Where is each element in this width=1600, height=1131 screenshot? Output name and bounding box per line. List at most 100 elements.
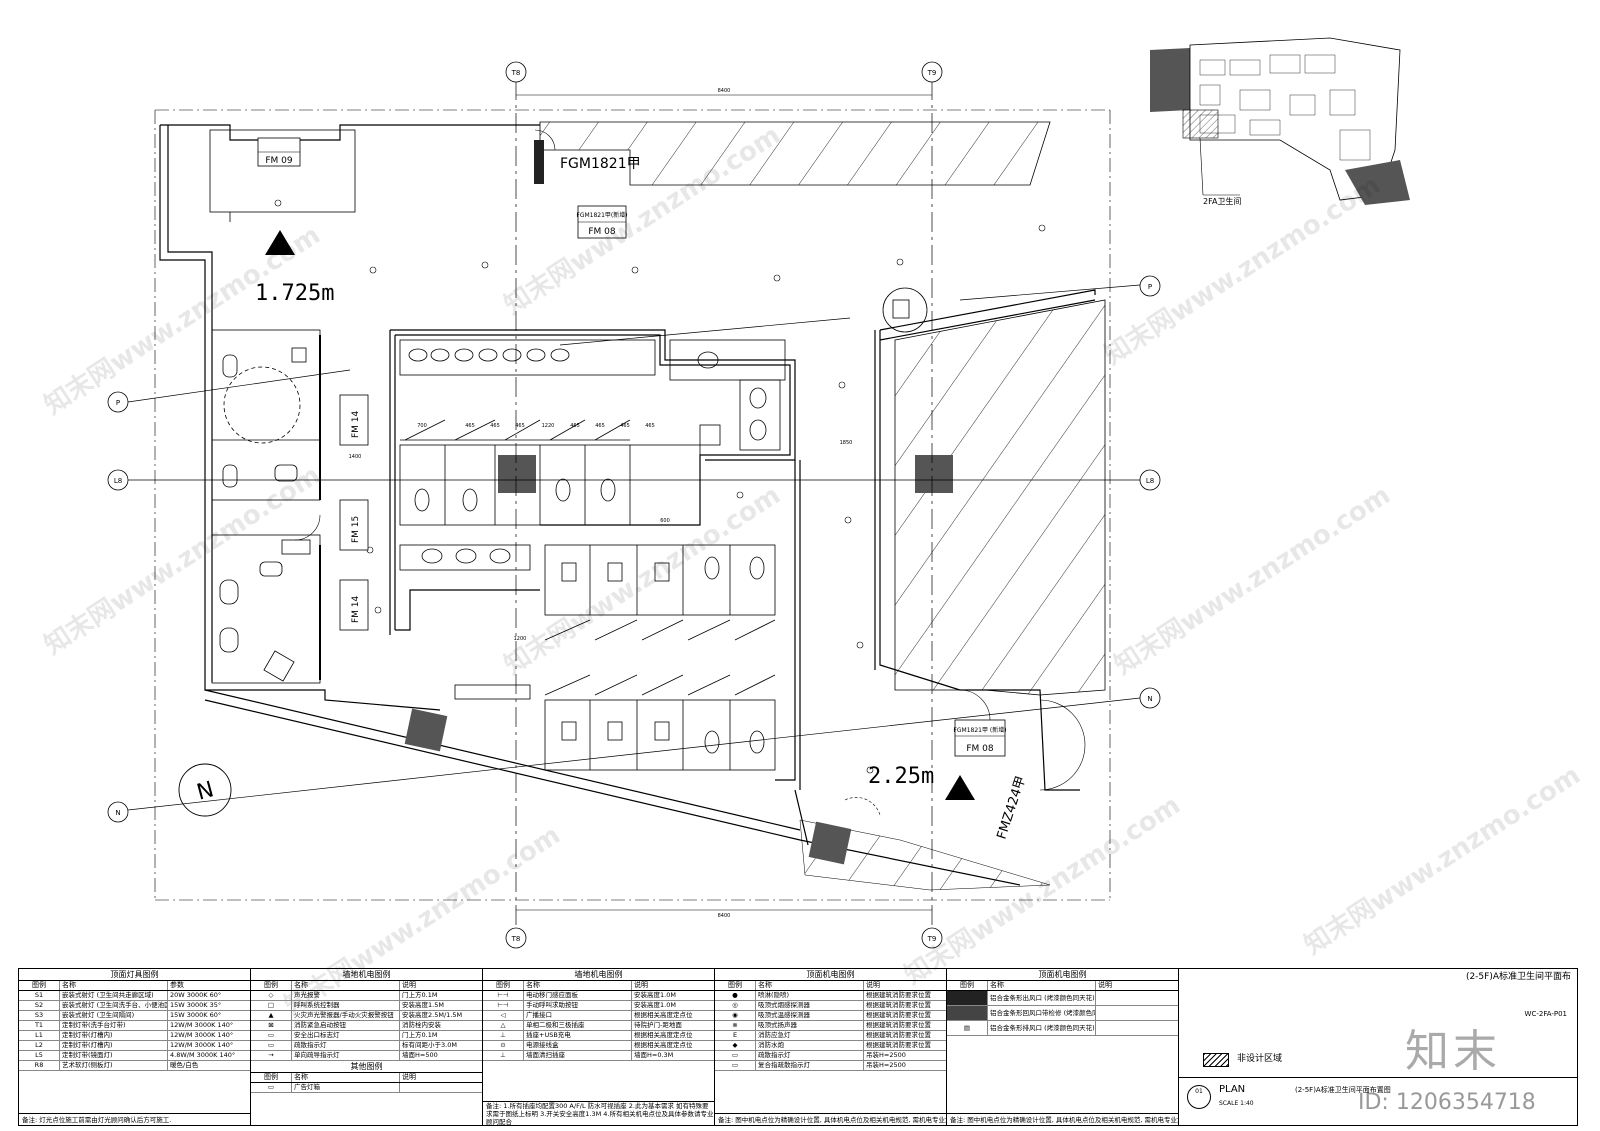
ceiling-sprinklers <box>274 199 1046 774</box>
drawing-title: (2-5F)A标准卫生间平面布 <box>1465 972 1571 982</box>
legend-title: 顶面灯具图例 <box>19 969 250 981</box>
legend-row: ◁广播接口根据相关高度定点位 <box>483 1011 714 1021</box>
drawing-number: WC-2FA-P01 <box>1524 1010 1567 1018</box>
legend-row: ●喷淋(隐喷)根据建筑消防要求位置 <box>715 991 946 1001</box>
legend-row: ⊢⊣手动呼叫求助按钮安装高度1.0M <box>483 1001 714 1011</box>
door-fm08-top-label: FGM1821甲(新增) <box>576 211 627 219</box>
elevation-1: 1.725m <box>255 281 334 306</box>
legend-wall-floor-mep-b: 墙地机电图例 图例 名称 说明 ⊢⊣电动移门感应面板安装高度1.0M ⊢⊣手动呼… <box>483 969 715 1125</box>
upper-left-room <box>209 129 356 222</box>
drawing-number-circle: 01 <box>1187 1085 1211 1109</box>
door-fm14-b: FM 14 <box>351 595 361 623</box>
image-id: ID: 1206354718 <box>1358 1090 1536 1115</box>
brand-logo: 知末 <box>1405 1026 1501 1077</box>
dim-1200: 1200 <box>514 636 527 642</box>
legend-row: ◇声光报警门上方0.1M <box>251 991 482 1001</box>
legend-row: →单向疏导指示灯墙面H=500 <box>251 1051 482 1061</box>
legend-row: ⊢⊣电动移门感应面板安装高度1.0M <box>483 991 714 1001</box>
walls <box>159 124 1096 886</box>
key-plan: 2FA卫生间 <box>1150 37 1410 206</box>
door-fmz424: FMZ424甲 <box>995 774 1029 841</box>
grid-label-p-right: P <box>1148 283 1152 291</box>
legend-row: ⊥墙面清扫插座墙面H=0.3M <box>483 1051 714 1061</box>
legend-row: ⊠消防紧急启动按钮消防栓内安装 <box>251 1021 482 1031</box>
non-design-swatch <box>1203 1053 1229 1067</box>
dim-2: 465 <box>465 423 475 429</box>
toilet-stalls-bottom <box>399 544 776 771</box>
dim-6: 465 <box>570 423 580 429</box>
dim-top: 8400 <box>718 88 731 94</box>
north-arrow-label: N <box>194 777 216 805</box>
drawing-boundary <box>154 109 1111 901</box>
grid-label-l8-right: L8 <box>1146 477 1154 485</box>
door-tags: FM 09 FGM1821甲 FGM1821甲(新增) FM 08 FM 14 … <box>257 137 1029 841</box>
legend-row: △单相二极和三极插座待院护门-距地面 <box>483 1021 714 1031</box>
toilet-stalls-top <box>399 339 786 526</box>
grid-label-n-right: N <box>1147 695 1152 703</box>
grid-label-l8-left: L8 <box>114 477 122 485</box>
legend-row: ▭复合指疏散指示灯吊装H=2500 <box>715 1061 946 1071</box>
legend-row: 铝合金条形回风口带检修 (烤漆颜色同天花) <box>947 1006 1178 1021</box>
legend-note: 备注: 图中机电点位为精确设计位置, 具体机电点位及相关机电规范, 需机电专业复… <box>715 1113 946 1125</box>
legend-row: ▲火灾声光警报器/手动火灾报警按钮安装高度2.5M/1.5M <box>251 1011 482 1021</box>
legend-row: □呼叫系统控制器安装高度1.5M <box>251 1001 482 1011</box>
title-block: (2-5F)A标准卫生间平面布 WC-2FA-P01 非设计区域 01 PLAN… <box>1179 969 1577 1125</box>
floor-plan: T8 T9 T8 T9 P P L8 L8 N N 8400 8400 700 … <box>107 37 1410 949</box>
door-fgm1821: FGM1821甲 <box>560 156 641 172</box>
dim-bottom: 8400 <box>718 913 731 919</box>
grid-label-p-left: P <box>116 399 120 407</box>
dim-5: 1220 <box>542 423 555 429</box>
dim-8: 465 <box>620 423 630 429</box>
legend-row: ▤铝合金条形排风口 (烤漆颜色同天花) <box>947 1021 1178 1036</box>
key-plan-label: 2FA卫生间 <box>1203 196 1241 206</box>
grid-label-t8-top: T8 <box>511 69 521 77</box>
dim-7: 465 <box>595 423 605 429</box>
legend-row: ▭广告灯箱 <box>251 1083 482 1093</box>
dim-9: 465 <box>645 423 655 429</box>
dim-4: 465 <box>515 423 525 429</box>
dim-600: 600 <box>660 518 670 524</box>
accessible-toilets <box>211 329 321 684</box>
door-fm09: FM 09 <box>265 156 293 166</box>
elevation-2: 2.25m <box>868 764 934 789</box>
dim-1400: 1400 <box>349 454 362 460</box>
grid-label-t9-top: T9 <box>927 69 937 77</box>
plan-label: PLAN <box>1219 1084 1246 1095</box>
legend-row: ◆消防水炮根据建筑消防要求位置 <box>715 1041 946 1051</box>
legend-row: ◎吸顶式烟感探测器根据建筑消防要求位置 <box>715 1001 946 1011</box>
elevation-markers: 1.725m 2.25m <box>255 230 975 800</box>
legend-wall-floor-mep-a: 墙地机电图例 图例 名称 说明 ◇声光报警门上方0.1M □呼叫系统控制器安装高… <box>251 969 483 1125</box>
non-design-label: 非设计区域 <box>1237 1054 1283 1064</box>
structural-columns <box>404 140 953 865</box>
legend-row: ⊙电源接线盒根据相关高度定点位 <box>483 1041 714 1051</box>
legend-note: 备注: 灯光点位施工前需由灯光顾问确认后方可施工. <box>19 1113 250 1125</box>
legend-row: ▭疏散指示灯标有间距小于3.0M <box>251 1041 482 1051</box>
detail-callout <box>882 287 928 333</box>
grid-bubbles <box>107 61 1161 949</box>
legend-row: ⊗吸顶式扬声器根据建筑消防要求位置 <box>715 1021 946 1031</box>
legend-row: ▭疏散指示灯吊装H=2500 <box>715 1051 946 1061</box>
legend-note: 备注: 1.所有插座均配置300 A/F/L 防水可视插座 2.此为基本需求 如… <box>483 1101 714 1125</box>
grid-lines <box>127 80 1141 930</box>
door-fm08-bottom: FM 08 <box>966 744 994 754</box>
legend-ceiling-vents: 顶面机电图例 图例 名称 说明 铝合金条形出风口 (烤漆颜色同天花) 铝合金条形… <box>947 969 1179 1125</box>
dim-1850: 1850 <box>840 440 853 446</box>
legend-note: 备注: 图中机电点位为精确设计位置, 具体机电点位及相关机电规范, 需机电专业复… <box>947 1113 1178 1125</box>
grid-label-t8-bottom: T8 <box>511 935 521 943</box>
door-fm15: FM 15 <box>351 516 361 543</box>
scale-label: SCALE 1:40 <box>1219 1100 1254 1107</box>
grid-label-t9-bottom: T9 <box>927 935 937 943</box>
door-fm08-bottom-label: FGM1821甲 (新增) <box>953 726 1006 734</box>
door-fm08-top: FM 08 <box>588 227 616 237</box>
